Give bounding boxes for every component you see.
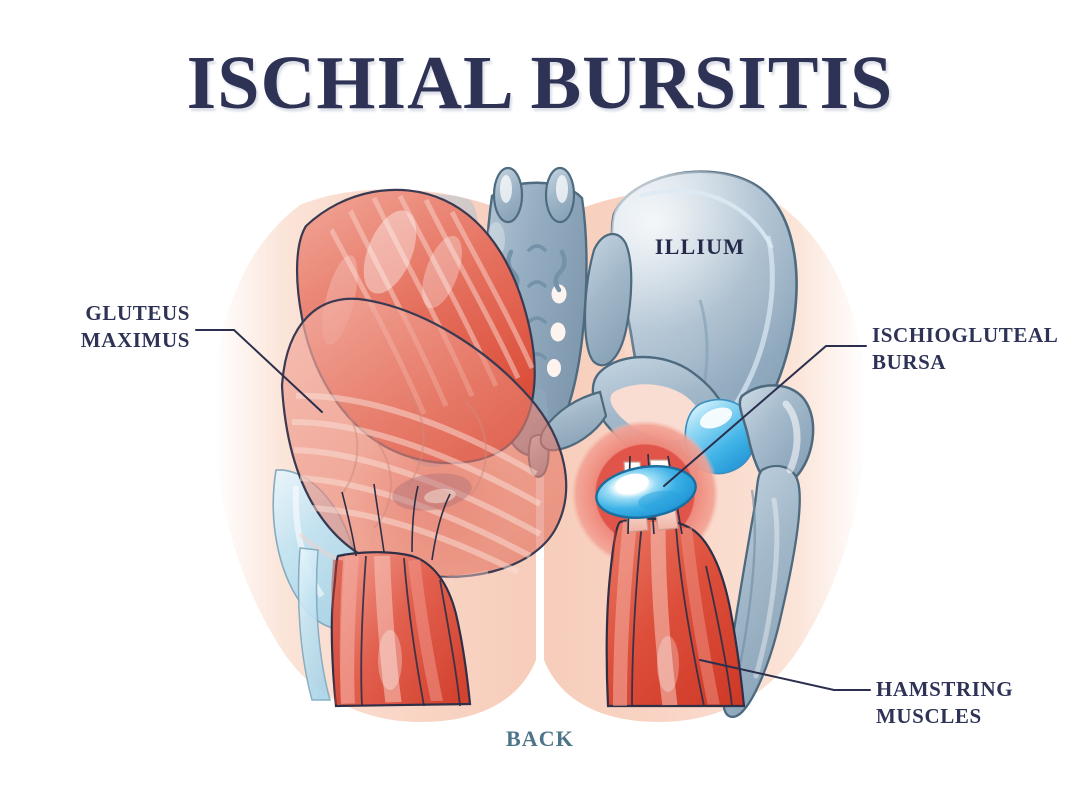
hamstring-muscles-left (297, 483, 472, 708)
leader-line-bursa (663, 345, 867, 487)
ilium-bone (539, 170, 815, 718)
label-ischiogluteal-bursa: ISCHIOGLUTEAL BURSA (872, 323, 1059, 374)
leader-lines (195, 329, 871, 691)
gluteus-maximus-muscle (272, 188, 568, 630)
label-hamstring-muscles: HAMSTRING MUSCLES (876, 677, 1014, 728)
hamstring-tendons-left (341, 483, 451, 561)
leader-line-gluteus (195, 329, 323, 413)
hamstring-muscles-right (605, 517, 746, 708)
label-gluteus-maximus: GLUTEUS MAXIMUS (80, 301, 190, 352)
leader-line-hamstring (699, 659, 871, 691)
label-back-orientation: BACK (506, 726, 574, 751)
page-title: ISCHIAL BURSITIS (186, 41, 894, 125)
label-illium: ILLIUM (654, 234, 746, 259)
